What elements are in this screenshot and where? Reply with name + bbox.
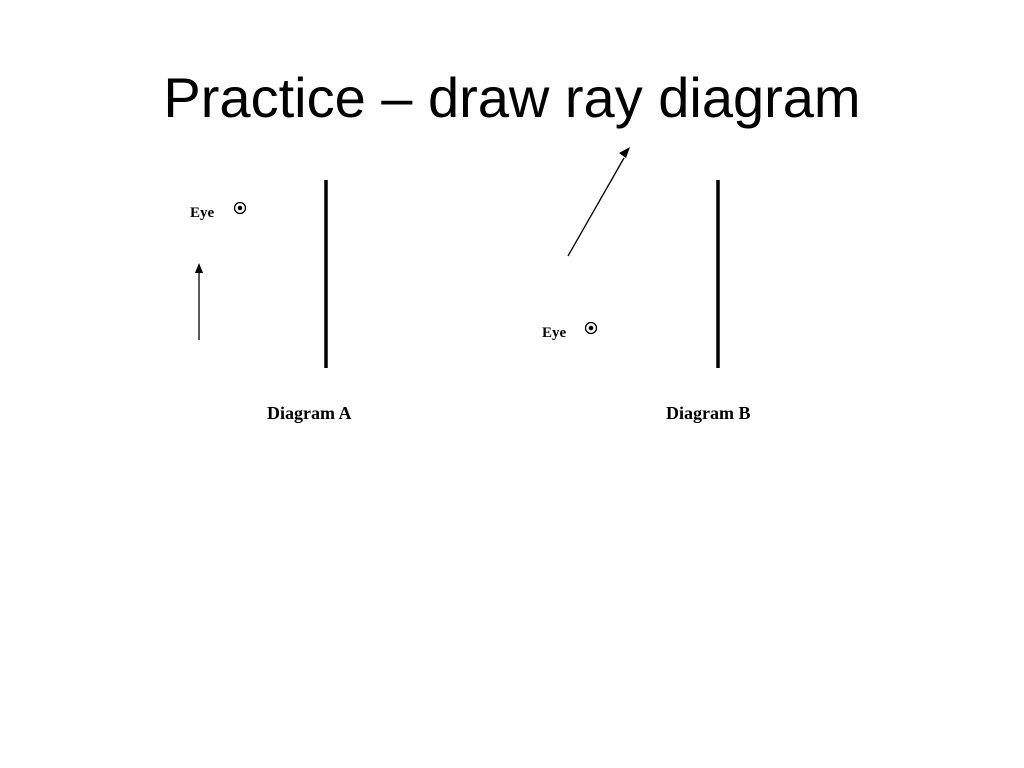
- diagram-a-object-arrow-icon: [195, 263, 203, 340]
- diagram-a-eye-label: Eye: [190, 205, 215, 221]
- diagram-a: Eye Diagram A: [190, 180, 352, 423]
- diagram-a-caption: Diagram A: [267, 403, 352, 423]
- slide-title: Practice – draw ray diagram: [163, 66, 861, 129]
- diagram-b-caption: Diagram B: [666, 403, 751, 423]
- diagram-b-eye-icon: [584, 321, 598, 335]
- diagram-a-eye-icon: [233, 201, 247, 215]
- diagram-b-eye-label: Eye: [542, 325, 567, 341]
- diagram-b: Eye Diagram B: [542, 147, 751, 423]
- diagram-b-ray-arrow-icon: [567, 147, 630, 257]
